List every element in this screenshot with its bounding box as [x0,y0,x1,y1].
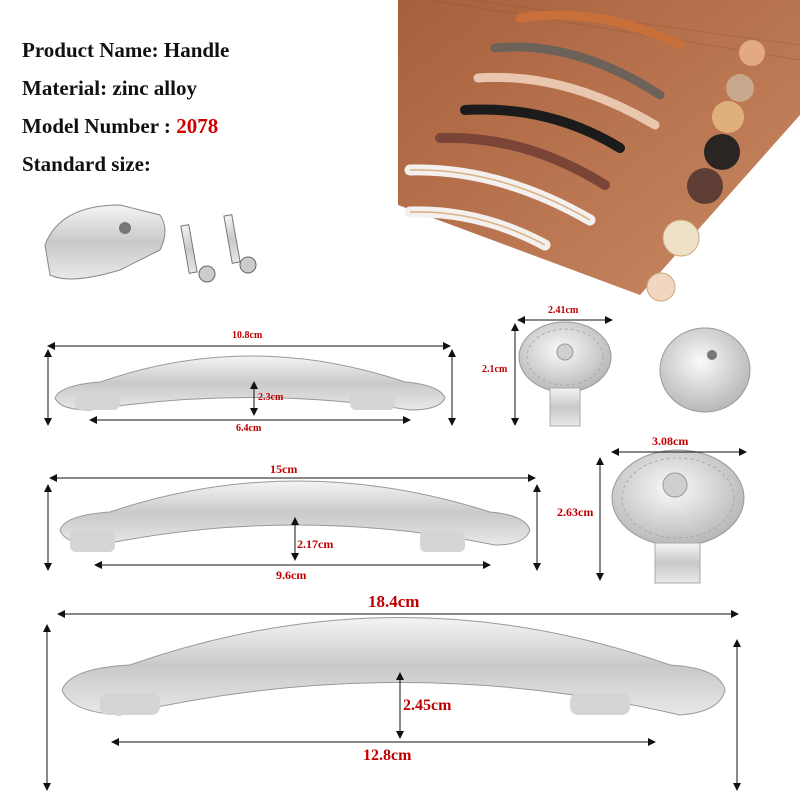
handle-copper [515,10,685,50]
backplate-and-screws [44,204,257,283]
standard-size-line: Standard size: [22,152,151,177]
material-line: Material: zinc alloy [22,76,197,101]
model-number-value: 2078 [176,114,219,138]
dim-medium-length: 15cm [270,462,298,476]
knob-white-gold [662,219,700,257]
dim-knob-small-width: 2.41cm [548,305,579,316]
color-variants-photo [398,0,800,302]
handle-antique-bronze [490,42,665,100]
model-number-label: Model Number : [22,114,171,138]
dim-medium-hole: 9.6cm [276,568,307,582]
knob-small-back [659,327,751,413]
handle-white-gold-small [404,206,551,251]
handle-medium [44,474,541,571]
handle-white-gold [404,164,596,226]
knob-small-front [511,316,613,427]
dim-small-length: 10.8cm [232,330,263,341]
material-label: Material: [22,76,108,100]
model-number-line: Model Number : 2078 [22,114,218,139]
dim-medium-height: 2.17cm [297,537,334,551]
knob-black [704,134,740,170]
knob-red-bronze [687,168,723,204]
dim-large-length: 18.4cm [368,592,420,611]
handle-small [44,342,456,426]
dim-knob-large-width: 3.08cm [652,434,689,448]
handle-black [460,104,625,153]
knob-large [596,448,747,584]
knob-gold [712,101,744,133]
material-value: zinc alloy [112,76,197,100]
dim-small-height: 2.3cm [258,392,284,403]
dim-small-hole: 6.4cm [236,423,262,434]
knob-antique [726,74,754,102]
dim-knob-small-height: 2.1cm [482,364,508,375]
handle-champagne [473,72,660,130]
knob-copper [739,40,765,66]
handle-large [43,610,741,791]
knob-white-gold-small [646,272,676,302]
handle-red-bronze [435,132,610,190]
dim-knob-large-height: 2.63cm [557,505,594,519]
standard-size-label: Standard size: [22,152,151,176]
dim-large-hole: 12.8cm [363,747,412,764]
product-name-label: Product Name: [22,38,159,62]
dim-large-height: 2.45cm [403,697,452,714]
product-name-value: Handle [163,38,230,62]
product-name-line: Product Name: Handle [22,38,229,63]
